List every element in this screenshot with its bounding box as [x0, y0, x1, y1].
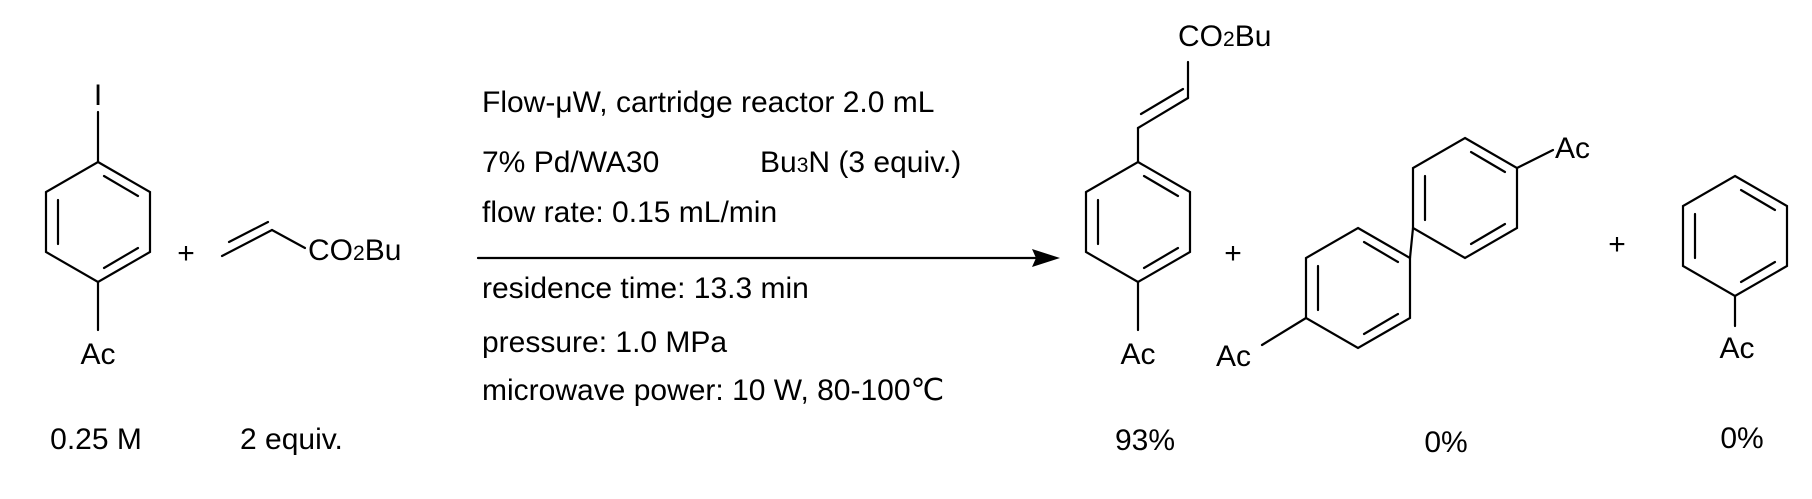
reactant-aryl-iodide: I Ac: [44, 79, 152, 371]
ring-double-bond: [1469, 222, 1507, 246]
benzene-ring-right: [1411, 136, 1519, 260]
biaryl-bond: [1408, 226, 1415, 260]
vinyl-bond: [220, 228, 274, 258]
acetyl-label-left: Ac: [1216, 340, 1251, 373]
acetyl-label: Ac: [1120, 338, 1155, 371]
ring-double-bond: [102, 246, 140, 270]
vinyl-double-bond: [1139, 87, 1185, 116]
acetyl-label: Ac: [80, 338, 115, 371]
product-1-yield: 93%: [1115, 424, 1175, 457]
plus-sign: +: [1608, 228, 1626, 261]
ring-double-bond: [1142, 174, 1180, 198]
benzene-ring-left: [1304, 226, 1412, 350]
plus-sign: +: [1224, 237, 1242, 270]
reactant-2-amount: 2 equiv.: [240, 423, 343, 456]
c-ester-bond: [270, 228, 307, 250]
condition-catalyst: 7% Pd/WA30: [482, 146, 659, 179]
benzene-ring: [1681, 174, 1789, 298]
reactant-1-amount: 0.25 M: [50, 423, 142, 456]
condition-flow-rate: flow rate: 0.15 mL/min: [482, 196, 777, 229]
ester-label: CO2Bu: [1178, 20, 1271, 53]
product-2-yield: 0%: [1424, 426, 1467, 459]
vinyl-bond: [1136, 96, 1190, 130]
reaction-arrow: [476, 249, 1060, 267]
condition-base: Bu3N (3 equiv.): [760, 146, 961, 179]
c-ac-bond-left: [1260, 316, 1308, 347]
iodine-label: I: [94, 79, 102, 112]
product-3-yield: 0%: [1720, 422, 1763, 455]
ring-double-bond: [1469, 150, 1507, 174]
product-biphenyl: Ac Ac: [1216, 132, 1590, 373]
ring-double-bond: [102, 174, 140, 198]
c-ac-bond-right: [1515, 148, 1555, 170]
ester-label: CO2Bu: [308, 234, 401, 267]
reactant-butyl-acrylate: CO2Bu: [220, 220, 401, 267]
ring-double-bond: [1362, 240, 1400, 264]
ring-double-bond: [1739, 188, 1777, 212]
ring-double-bond: [1362, 312, 1400, 336]
product-acetophenone: Ac: [1681, 174, 1789, 365]
condition-pressure: pressure: 1.0 MPa: [482, 326, 727, 359]
benzene-ring: [1084, 160, 1192, 284]
acetyl-label: Ac: [1719, 332, 1754, 365]
condition-microwave-power: microwave power: 10 W, 80-100℃: [482, 374, 944, 407]
benzene-ring: [44, 160, 152, 284]
product-cinnamate: CO2Bu Ac: [1084, 20, 1271, 371]
ring-double-bond: [1142, 246, 1180, 270]
plus-sign: +: [177, 237, 195, 270]
condition-residence-time: residence time: 13.3 min: [482, 272, 809, 305]
vinyl-double-bond: [227, 220, 270, 244]
degree-celsius: ℃: [911, 374, 945, 407]
condition-reactor: Flow-μW, cartridge reactor 2.0 mL: [482, 86, 934, 119]
ring-double-bond: [1739, 260, 1777, 284]
acetyl-label-right: Ac: [1555, 132, 1590, 165]
